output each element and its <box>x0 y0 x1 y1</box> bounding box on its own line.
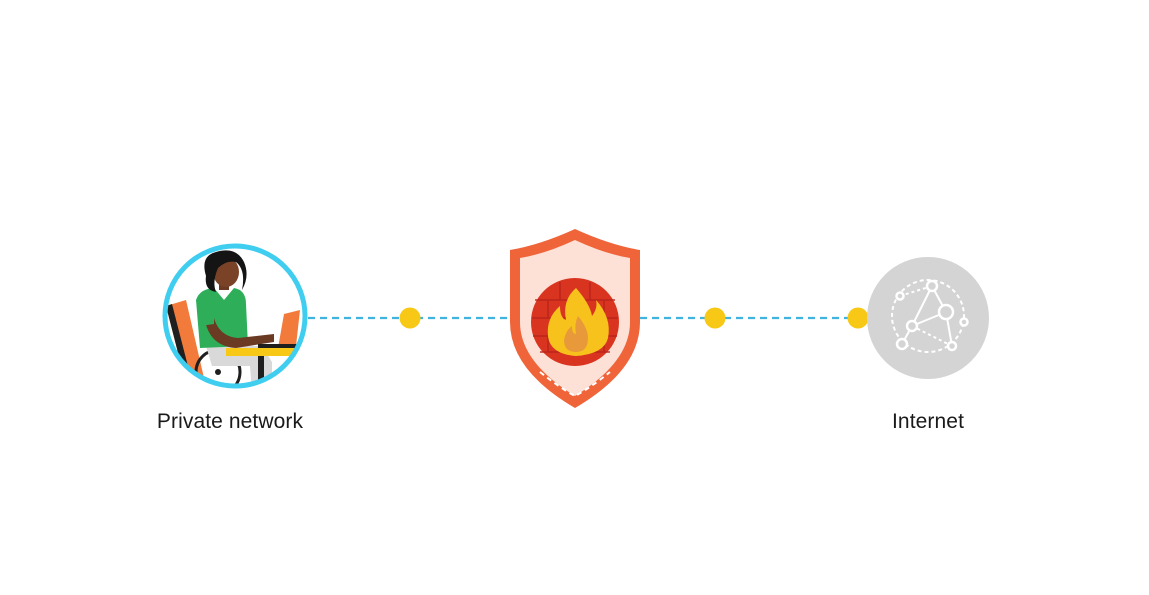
packet-dot-2 <box>704 307 726 329</box>
internet-circle <box>867 257 989 379</box>
internet-node <box>867 257 989 379</box>
private-network-node <box>162 243 308 389</box>
packet-dot-1 <box>399 307 421 329</box>
internet-label: Internet <box>891 410 965 433</box>
firewall-shield-icon <box>510 229 640 408</box>
packet-dot-3 <box>847 307 869 329</box>
private-network-label: Private network <box>156 410 304 433</box>
avatar-ring <box>162 243 308 389</box>
packet-dots <box>399 307 869 329</box>
